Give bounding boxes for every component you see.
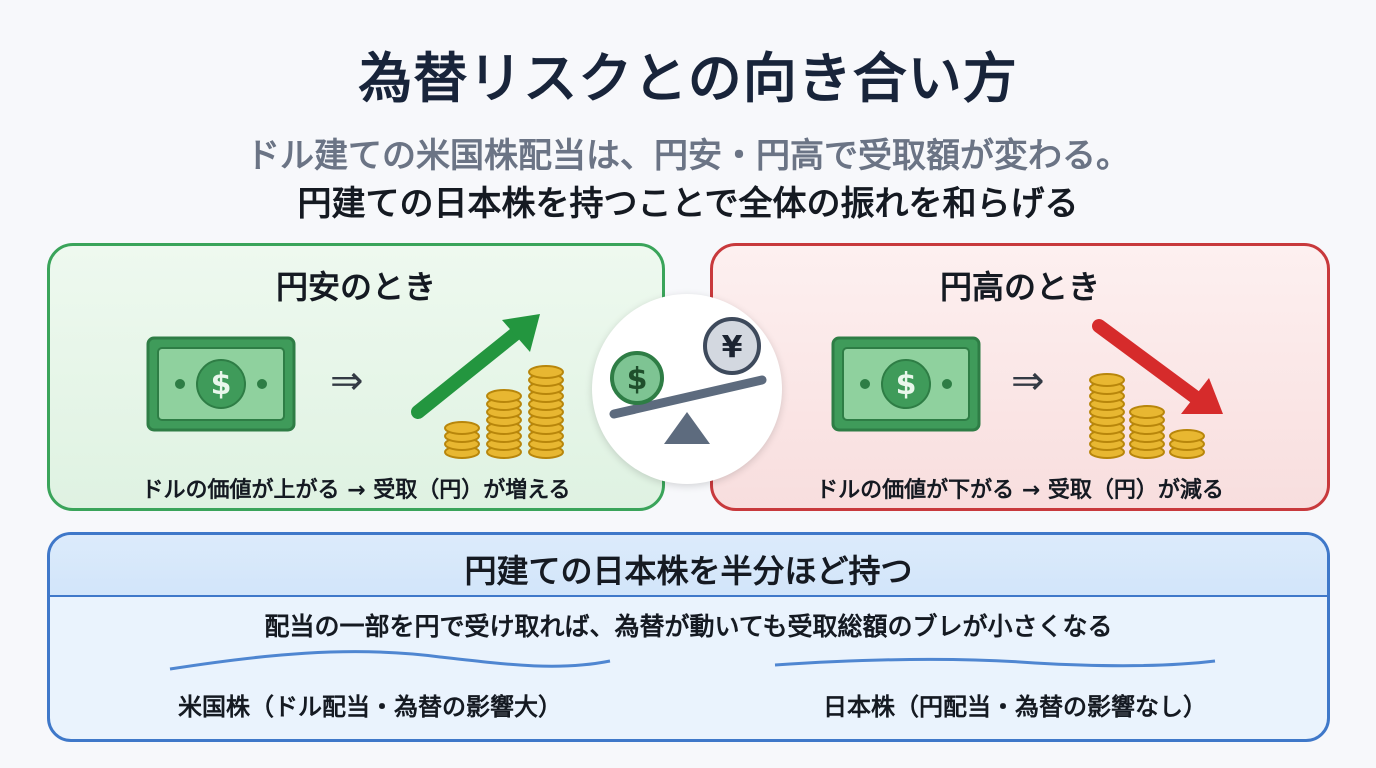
subtitle-line-2: 円建ての日本株を持つことで全体の振れを和らげる	[297, 184, 1079, 224]
weak-yen-caption: ドルの価値が上がる → 受取（円）が増える	[141, 478, 571, 503]
subtitle-line-1: ドル建ての米国株配当は、円安・円高で受取額が変わる。	[246, 136, 1130, 176]
dollar-coin-symbol: $	[627, 362, 648, 397]
yen-coin-symbol: ¥	[722, 330, 743, 365]
strong-yen-panel: 円高のとき $ ⇒ ドルの価値が下がる → 受取（円）が減る	[710, 243, 1330, 511]
strong-yen-title: 円高のとき	[939, 268, 1100, 306]
coin-stack-icon	[444, 365, 564, 459]
svg-text:$: $	[896, 367, 917, 402]
svg-text:$: $	[211, 367, 232, 402]
strong-yen-caption: ドルの価値が下がる → 受取（円）が減る	[816, 478, 1224, 503]
japan-stock-header: 円建ての日本株を半分ほど持つ	[50, 535, 1327, 597]
japan-stock-description: 配当の一部を円で受け取れば、為替が動いても受取総額のブレが小さくなる	[264, 612, 1113, 641]
implies-arrow: ⇒	[1011, 358, 1045, 404]
dollar-bill-icon: $	[831, 336, 981, 432]
us-stock-label: 米国株（ドル配当・為替の影響大）	[178, 693, 562, 721]
page-title: 為替リスクとの向き合い方	[358, 47, 1018, 110]
japan-stock-panel: 円建ての日本株を半分ほど持つ 配当の一部を円で受け取れば、為替が動いても受取総額…	[47, 532, 1330, 742]
us-stock-wave-line	[169, 650, 611, 671]
dollar-bill-icon: $	[146, 336, 296, 432]
coin-stack-icon	[1089, 373, 1205, 459]
jp-stock-wave-line	[774, 657, 1216, 668]
rising-arrow-icon	[411, 314, 540, 419]
balance-scale-icon: $ ¥	[609, 317, 767, 444]
implies-arrow: ⇒	[330, 358, 364, 404]
falling-arrow-icon	[1092, 319, 1223, 414]
japan-stock-title: 円建ての日本株を半分ほど持つ	[464, 552, 913, 590]
jp-stock-label: 日本株（円配当・為替の影響なし）	[823, 693, 1207, 721]
balance-scale-badge: $ ¥	[592, 294, 782, 484]
weak-yen-panel: 円安のとき $ ⇒ ドルの価値が上がる → 受取（円）が増える	[47, 243, 665, 511]
weak-yen-title: 円安のとき	[275, 268, 436, 306]
